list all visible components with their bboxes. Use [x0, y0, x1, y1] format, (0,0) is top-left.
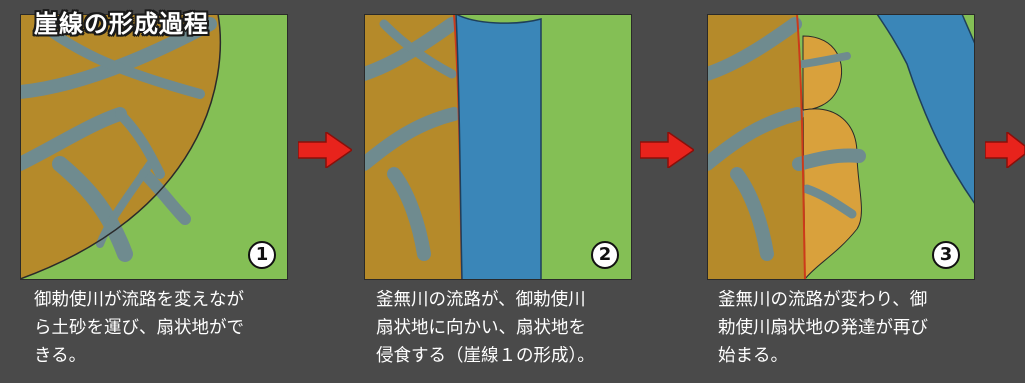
stage-1-panel: 1 [20, 14, 288, 280]
stage-3-caption: 釜無川の流路が変わり、御 勅使川扇状地の発達が再び 始まる。 [718, 290, 928, 366]
stage-number-badge: 3 [932, 241, 960, 269]
scarp-line [796, 14, 806, 280]
stage-3-panel: 3 [707, 14, 975, 280]
diagram-title: 崖線の形成過程 [34, 10, 209, 38]
stage-1-illustration [20, 14, 288, 280]
kamanashi-river [455, 14, 542, 280]
kamanashi-river [876, 14, 975, 206]
stage-1-caption: 御勅使川が流路を変えなが ら土砂を運び、扇状地がで きる。 [34, 290, 244, 366]
braided-streams [20, 17, 217, 262]
stage-2-panel: 2 [364, 14, 632, 280]
stage-number-badge: 1 [248, 241, 276, 269]
stage-2-caption: 釜無川の流路が、御勅使川 扇状地に向かい、扇状地を 侵食する（崖線１の形成）。 [376, 290, 595, 366]
stage-2-illustration [364, 14, 632, 280]
old-fan [707, 14, 805, 279]
braided-streams [364, 17, 461, 261]
arrow-right-icon [298, 132, 352, 168]
stage-3-illustration [707, 14, 975, 280]
stage-number-badge: 2 [591, 241, 619, 269]
arrow-right-icon [985, 132, 1025, 168]
eroded-fan [364, 14, 462, 279]
arrow-right-icon [640, 132, 694, 168]
